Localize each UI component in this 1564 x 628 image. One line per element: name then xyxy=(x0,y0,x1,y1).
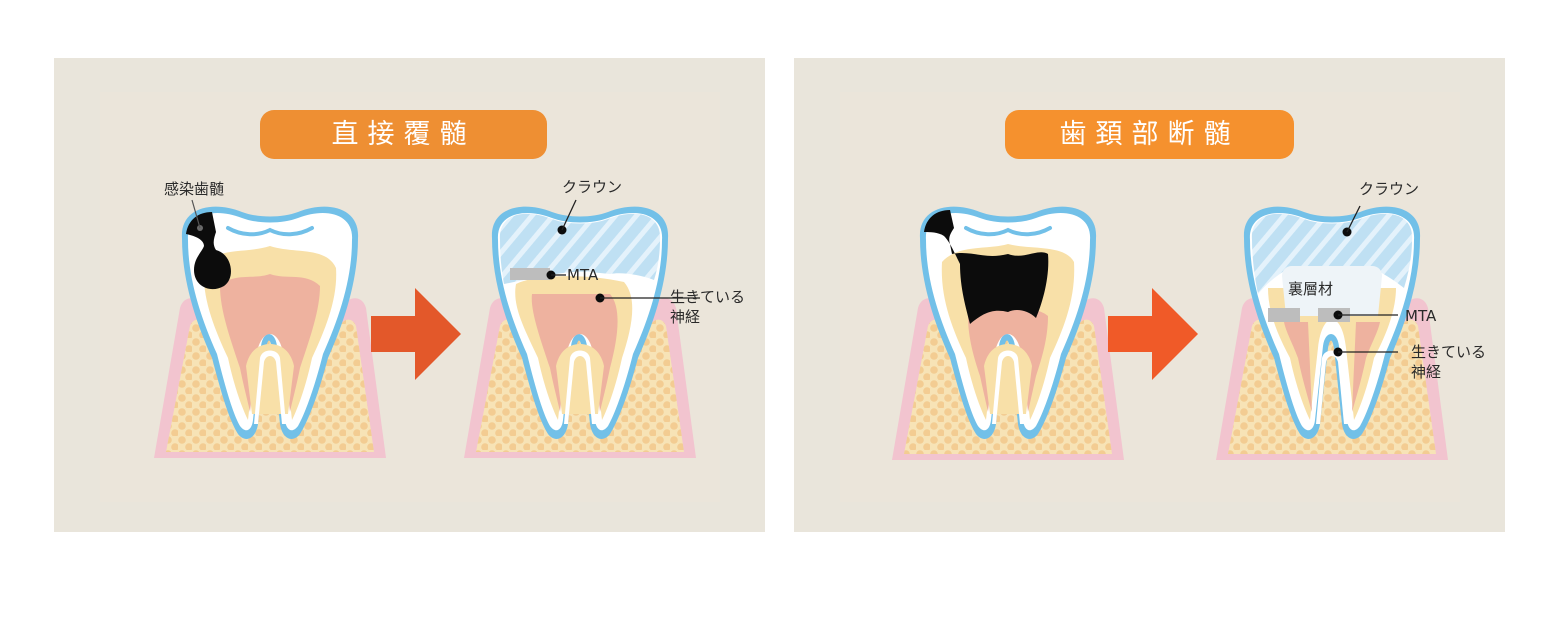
label-infected-pulp: 感染歯髄 xyxy=(164,180,225,198)
label-living-nerve-line1: 生きている xyxy=(670,288,746,306)
label-living-nerve-line2: 神経 xyxy=(1411,363,1442,381)
crown-restoration xyxy=(499,213,661,284)
label-mta: MTA xyxy=(567,266,599,284)
label-living-nerve-line1: 生きている xyxy=(1411,343,1487,361)
tooth-infected-pulp-illustration xyxy=(154,199,386,458)
tooth-deep-decay-illustration xyxy=(892,206,1124,460)
label-crown: クラウン xyxy=(562,178,623,196)
mta-material xyxy=(1268,308,1300,322)
panel-direct-pulp-capping: 直接覆髄 感染歯髄 xyxy=(54,58,765,532)
mta-material xyxy=(510,268,550,280)
label-living-nerve-line2: 神経 xyxy=(670,308,701,326)
tooth-after-direct-capping-illustration xyxy=(464,199,700,458)
title-pill-cervical-pulpotomy: 歯頚部断髄 xyxy=(1005,110,1294,159)
leader-line xyxy=(191,199,201,229)
right-arrow-icon xyxy=(371,288,461,380)
crown-restoration xyxy=(1251,213,1413,322)
title-pill-direct-pulp-capping: 直接覆髄 xyxy=(260,110,547,159)
panel-cervical-pulpotomy: 歯頚部断髄 xyxy=(794,58,1505,532)
label-liner: 裏層材 xyxy=(1288,280,1334,298)
decay-cavity xyxy=(924,210,1049,324)
label-mta: MTA xyxy=(1405,307,1437,325)
liner-material xyxy=(1282,266,1382,316)
tooth-after-pulpotomy-illustration xyxy=(1216,205,1448,460)
right-arrow-icon xyxy=(1108,288,1198,380)
label-crown: クラウン xyxy=(1359,180,1420,198)
